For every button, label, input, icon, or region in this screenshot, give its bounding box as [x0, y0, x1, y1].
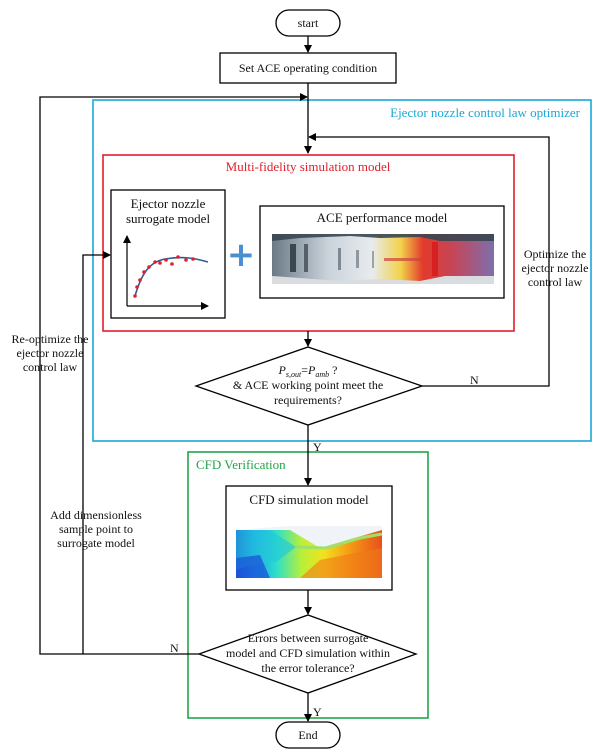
cfd-contour-image — [236, 526, 383, 578]
cfd-model-label: CFD simulation model — [249, 492, 369, 507]
optimize-label-line1: Optimize the — [524, 247, 586, 261]
edge-decision2-no-reoptimize — [39, 93, 308, 655]
add-sample-label-line3: surrogate model — [57, 536, 135, 550]
cfd-verification-title: CFD Verification — [196, 457, 286, 472]
add-sample-label-line2: sample point to — [59, 522, 133, 536]
surrogate-label-line1: Ejector nozzle — [131, 196, 206, 211]
decision1-line2: & ACE working point meet the — [233, 378, 383, 392]
edge-decision2-no-add-sample — [82, 251, 111, 654]
decision1-no-label: N — [470, 373, 479, 387]
end-label: End — [298, 728, 317, 742]
optimizer-frame — [92, 99, 592, 442]
reoptimize-label-line2: ejector nozzle — [17, 346, 84, 360]
decision2-line1: Errors between surrogate — [248, 631, 369, 645]
surrogate-plot-icon — [123, 235, 209, 310]
end-node — [275, 721, 341, 749]
edge-decision1-no-loop — [308, 133, 550, 387]
decision2-line2: model and CFD simulation within — [226, 646, 390, 660]
set-condition-node — [219, 52, 397, 84]
ace-model-label: ACE performance model — [317, 210, 448, 225]
optimizer-title: Ejector nozzle control law optimizer — [390, 105, 581, 120]
reoptimize-label-line1: Re-optimize the — [12, 332, 89, 346]
surrogate-model-node — [110, 189, 226, 319]
decision1-line1: Ps,out=Pamb ? — [278, 363, 338, 379]
surrogate-label-line2: surrogate model — [126, 211, 211, 226]
decision2-yes-label: Y — [313, 705, 322, 719]
decision1-line3: requirements? — [274, 393, 342, 407]
decision2-line3: the error tolerance? — [261, 661, 354, 675]
set-condition-label: Set ACE operating condition — [239, 61, 377, 75]
ace-engine-image — [272, 234, 494, 284]
plus-sign: + — [227, 235, 256, 275]
decision2-no-label: N — [170, 641, 179, 655]
reoptimize-label-line3: control law — [23, 360, 78, 374]
multi-fidelity-title: Multi-fidelity simulation model — [226, 159, 391, 174]
start-label: start — [298, 16, 319, 30]
add-sample-label-line1: Add dimensionless — [50, 508, 142, 522]
decision1-yes-label: Y — [313, 440, 322, 454]
optimize-label-line3: control law — [528, 275, 583, 289]
optimize-label-line2: ejector nozzle — [522, 261, 589, 275]
